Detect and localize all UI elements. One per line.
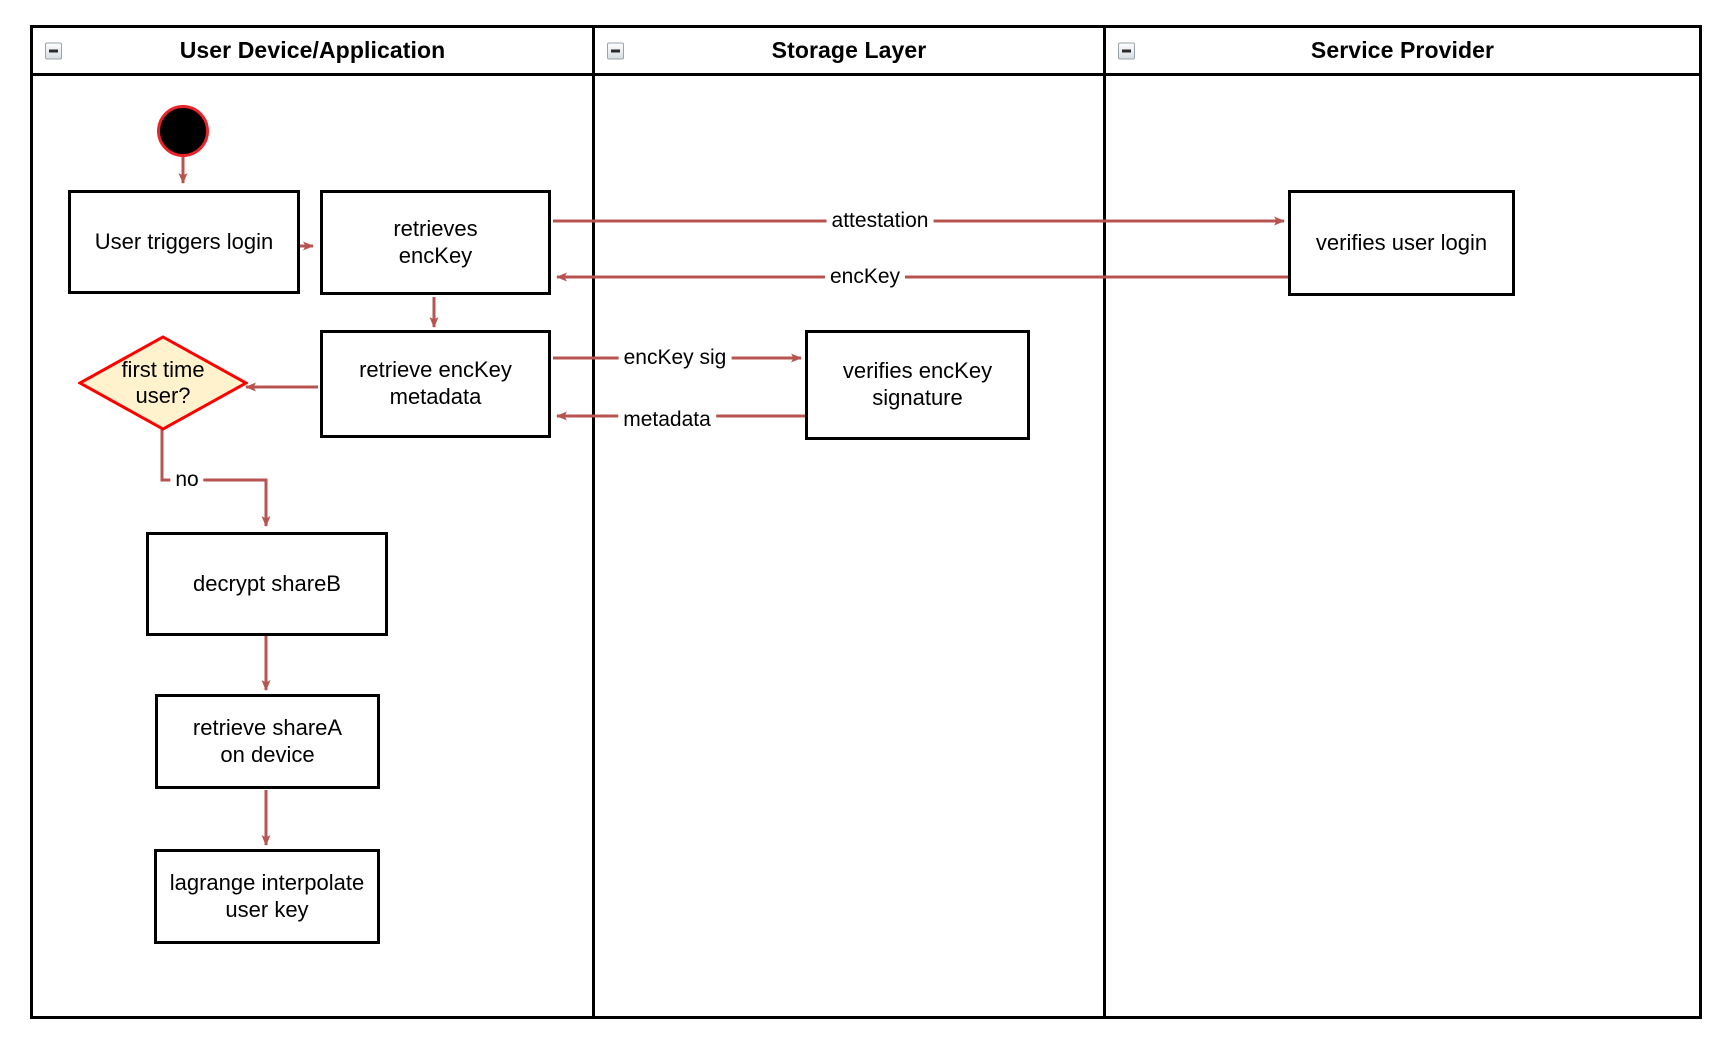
lane-header-storage-layer: Storage Layer — [595, 28, 1103, 76]
node-label: User triggers login — [94, 228, 274, 254]
node-decrypt-shareb[interactable]: decrypt shareB — [146, 532, 388, 636]
node-verifies-enckey-signature[interactable]: verifies encKey signature — [805, 330, 1030, 440]
edge-label-no: no — [170, 468, 204, 492]
lane-header-user-device: User Device/Application — [33, 28, 592, 76]
lane-title-service-provider: Service Provider — [1310, 37, 1495, 63]
node-first-time-user[interactable]: first time user? — [78, 335, 248, 431]
node-label: retrieve shareA on device — [192, 714, 343, 767]
node-label: first time user? — [121, 356, 205, 408]
node-label: lagrange interpolate user key — [169, 869, 365, 922]
decision-diamond-shape — [78, 335, 248, 431]
node-label: retrieve encKey metadata — [359, 357, 512, 409]
collapse-minus-icon[interactable] — [45, 42, 62, 59]
edge-label-enckey-sig: encKey sig — [618, 346, 732, 370]
node-verifies-user-login[interactable]: verifies user login — [1288, 190, 1515, 296]
lane-header-service-provider: Service Provider — [1106, 28, 1699, 76]
edge-label-attestation: attestation — [826, 209, 934, 233]
lane-title-user-device: User Device/Application — [179, 37, 446, 63]
lane-title-storage-layer: Storage Layer — [771, 37, 927, 63]
node-retrieve-enckey-metadata[interactable]: retrieve encKey metadata — [320, 330, 551, 438]
collapse-minus-icon[interactable] — [607, 42, 624, 59]
swimlane-user-device[interactable]: User Device/Application — [33, 28, 592, 1016]
node-lagrange-interpolate-user-key[interactable]: lagrange interpolate user key — [154, 849, 380, 944]
node-retrieve-sharea-on-device[interactable]: retrieve shareA on device — [155, 694, 380, 789]
swimlane-storage-layer[interactable]: Storage Layer — [592, 28, 1103, 1016]
edge-label-enckey: encKey — [824, 265, 906, 289]
node-label: verifies encKey signature — [842, 358, 993, 410]
node-label: retrieves encKey — [393, 215, 478, 268]
node-user-triggers-login[interactable]: User triggers login — [68, 190, 300, 294]
edge-label-metadata: metadata — [618, 408, 716, 432]
node-label: decrypt shareB — [193, 570, 341, 596]
collapse-minus-icon[interactable] — [1118, 42, 1135, 59]
node-retrieves-enckey[interactable]: retrieves encKey — [320, 190, 551, 295]
node-label: verifies user login — [1315, 229, 1488, 255]
start-node[interactable] — [157, 105, 209, 157]
swimlane-service-provider[interactable]: Service Provider — [1103, 28, 1699, 1016]
